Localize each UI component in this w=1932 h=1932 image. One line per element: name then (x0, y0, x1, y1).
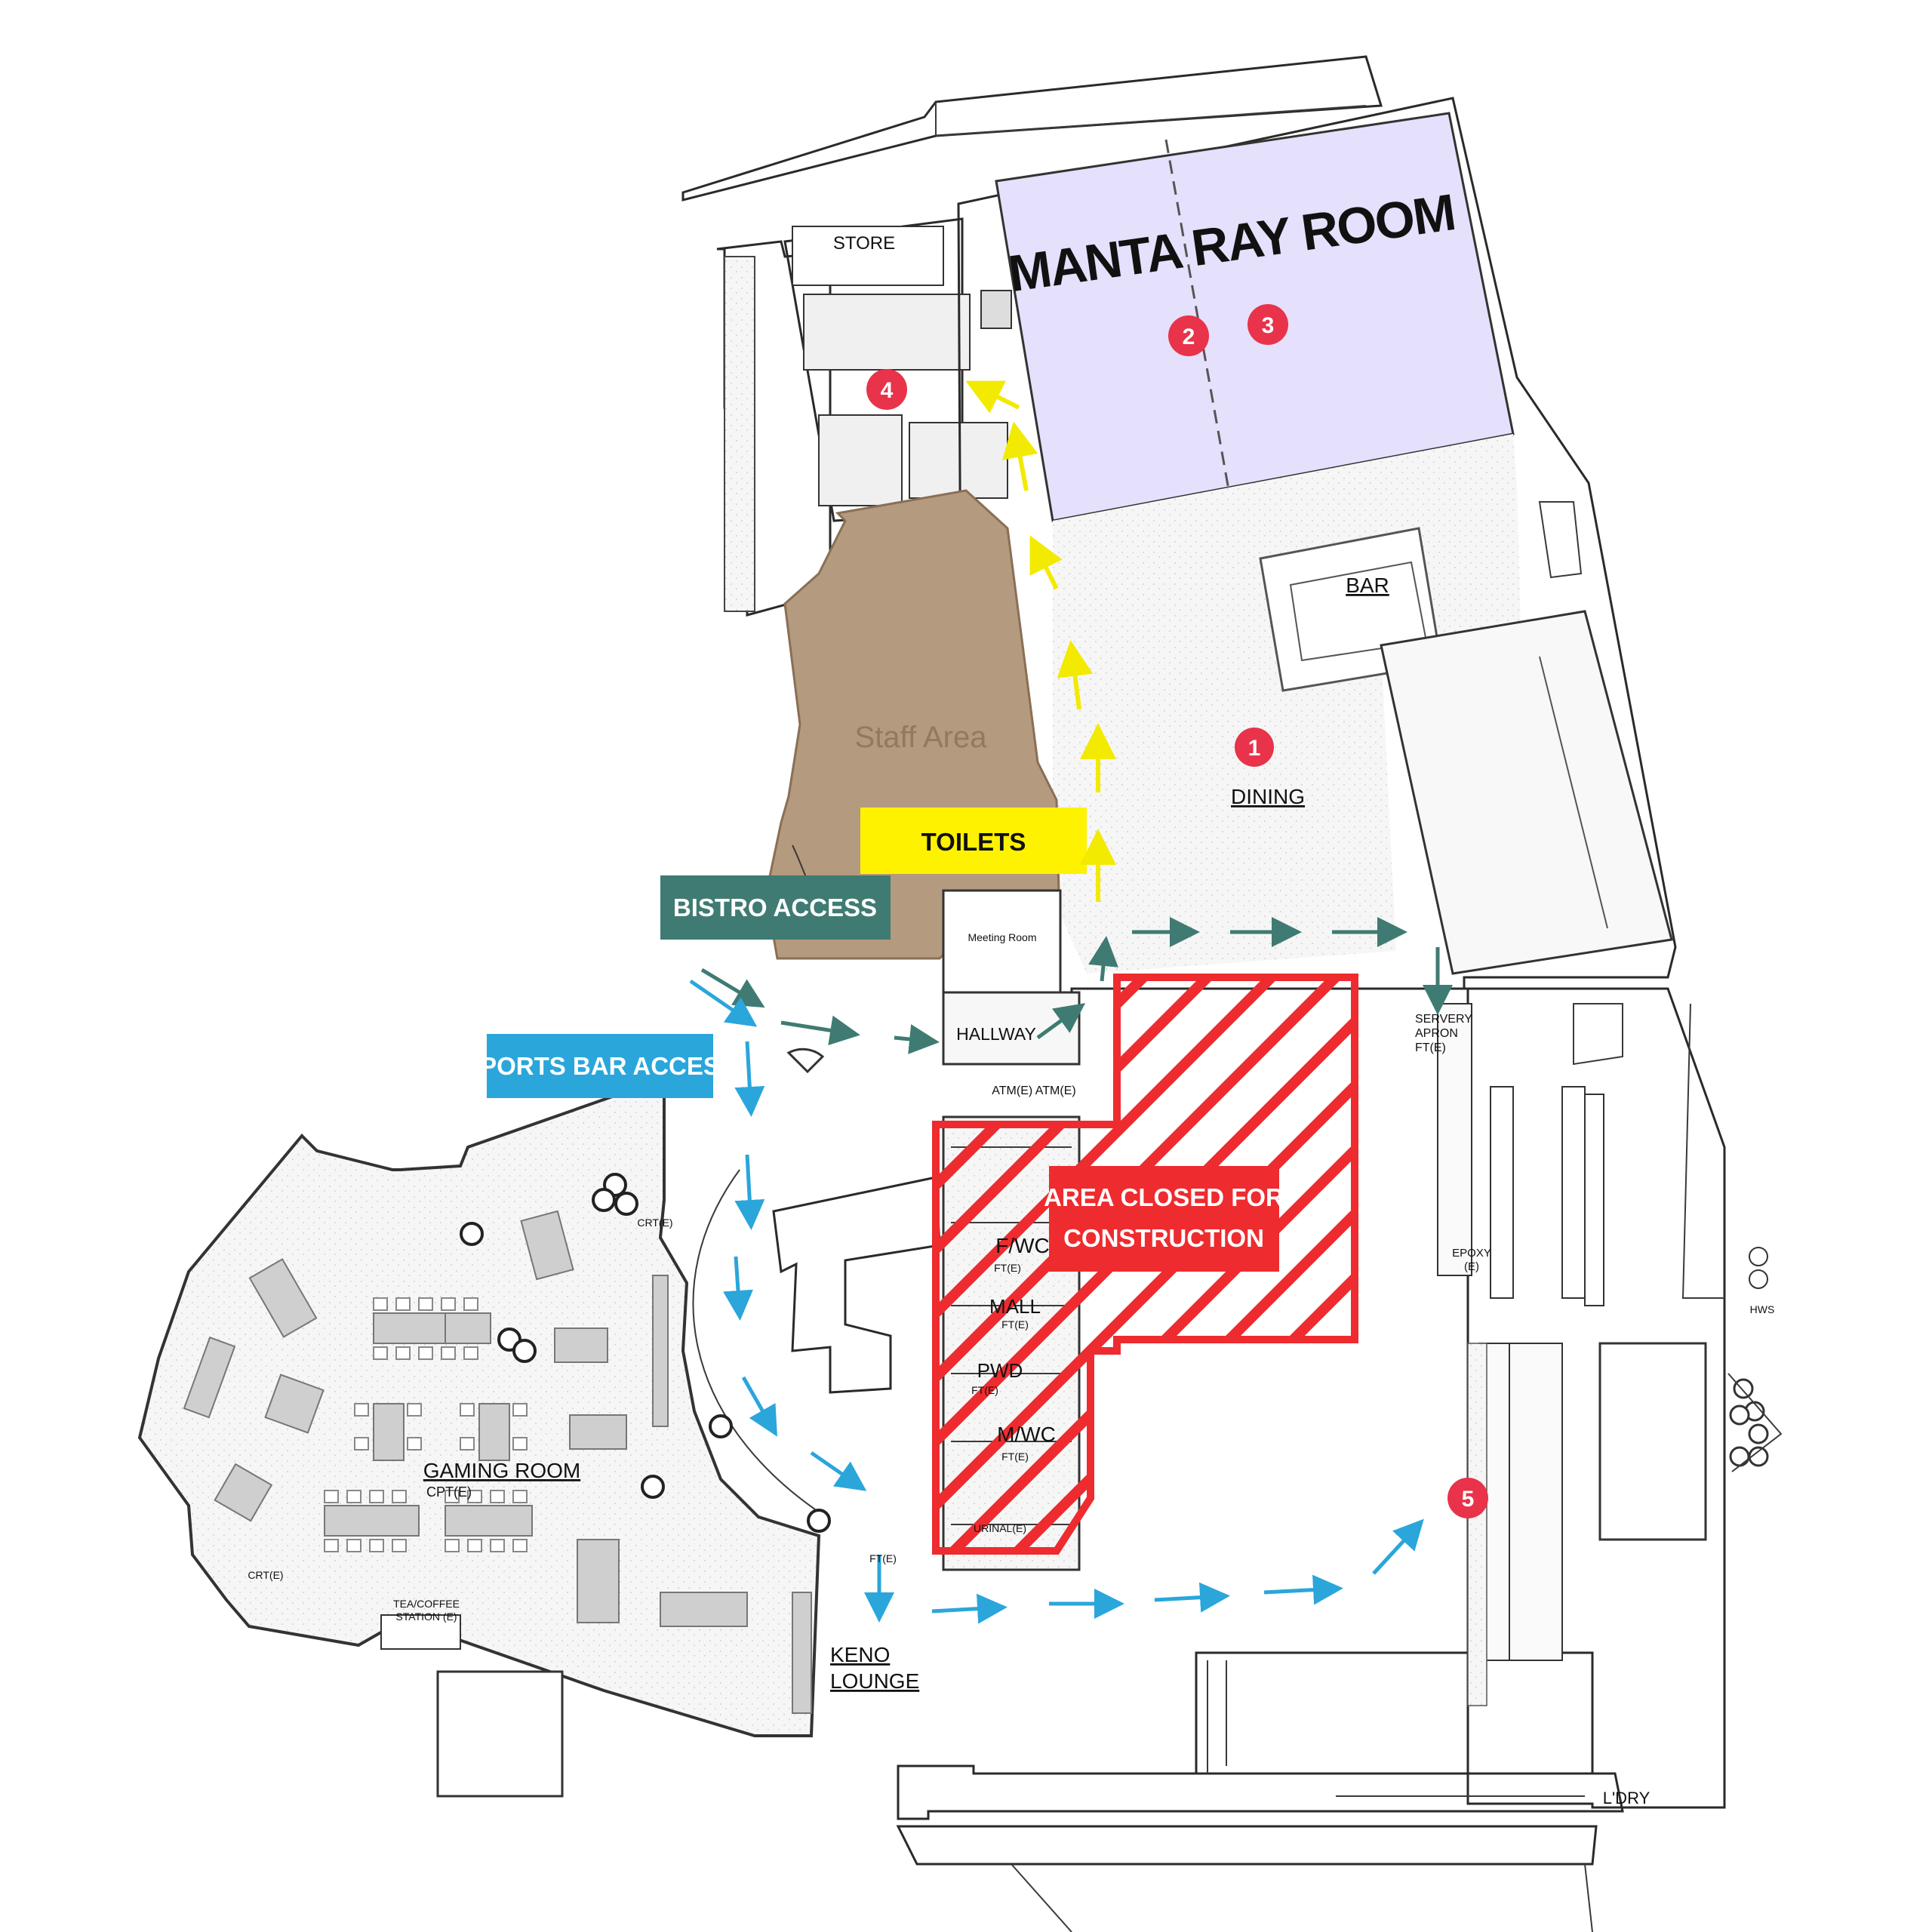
servery-label-2: APRON (1415, 1027, 1458, 1040)
crt-label-1: CRT(E) (637, 1217, 672, 1229)
bistro-route (700, 917, 1453, 1054)
marker-4-label: 4 (881, 378, 894, 403)
hws-label: HWS (1750, 1303, 1775, 1315)
fwc-ft-label: FT(E) (994, 1262, 1021, 1274)
mall-ft-label: FT(E) (1001, 1318, 1029, 1331)
sports-bar-access-tag-label: SPORTS BAR ACCESS (463, 1052, 737, 1080)
bistro-access-tag-label: BISTRO ACCESS (673, 894, 877, 921)
gaming-room-label: GAMING ROOM (423, 1459, 580, 1482)
urinal-label: URINAL(E) (974, 1522, 1026, 1534)
tea-coffee-label-1: TEA/COFFEE (393, 1598, 460, 1610)
fwc-label: F/WC (995, 1234, 1050, 1257)
pillars (460, 1173, 831, 1533)
ldry-label: L'DRY (1603, 1789, 1651, 1807)
mwc-ft-label: FT(E) (1001, 1451, 1029, 1463)
pwd-label: PWD (977, 1359, 1023, 1382)
gaming-chairs (324, 1297, 528, 1552)
servery-label-3: FT(E) (1415, 1041, 1446, 1054)
mall-label: MALL (989, 1295, 1041, 1318)
marker-1: 1 (1235, 728, 1274, 767)
meeting-room (942, 889, 1062, 994)
tea-coffee-label-2: STATION (E) (395, 1611, 457, 1623)
sports-bar-route (689, 979, 1424, 1624)
marker-1-label: 1 (1248, 736, 1261, 761)
atm-label: ATM(E) ATM(E) (992, 1084, 1075, 1097)
epoxy-label-1: EPOXY (1452, 1247, 1491, 1260)
closed-area-tag: AREA CLOSED FOR CONSTRUCTION (1044, 1166, 1284, 1272)
dining-label: DINING (1231, 785, 1305, 808)
sports-bar-access-tag: SPORTS BAR ACCESS (463, 1034, 737, 1098)
store-label: STORE (833, 233, 895, 254)
closed-area-tag-line2: CONSTRUCTION (1063, 1224, 1264, 1252)
meeting-room-label: Meeting Room (968, 931, 1036, 943)
crt-label-2: CRT(E) (248, 1569, 283, 1581)
gaming-tables (183, 1210, 812, 1714)
marker-2-label: 2 (1183, 325, 1195, 349)
marker-5: 5 (1447, 1478, 1488, 1518)
bistro-access-tag: BISTRO ACCESS (660, 875, 891, 940)
marker-3-label: 3 (1262, 313, 1275, 338)
servery-label-1: SERVERY (1415, 1013, 1472, 1026)
building-walls (681, 55, 1783, 1932)
hallway-label: HALLWAY (956, 1024, 1036, 1044)
epoxy-label-2: (E) (1464, 1260, 1479, 1273)
marker-5-label: 5 (1462, 1487, 1475, 1512)
mwc-label: M/WC (997, 1423, 1056, 1446)
closed-area-tag-line1: AREA CLOSED FOR (1044, 1183, 1284, 1211)
marker-3: 3 (1247, 304, 1288, 345)
marker-4: 4 (866, 369, 907, 410)
keno-label-2: LOUNGE (830, 1669, 919, 1693)
keno-label-1: KENO (830, 1643, 890, 1666)
bar-label: BAR (1346, 574, 1389, 597)
cpt-label: CPT(E) (426, 1484, 472, 1500)
staff-area-label: Staff Area (855, 721, 988, 754)
pwd-ft-label: FT(E) (971, 1384, 998, 1396)
toilet-route (965, 380, 1116, 902)
toilets-tag-label: TOILETS (921, 828, 1026, 856)
toilets-tag: TOILETS (860, 808, 1087, 874)
ft-label: FT(E) (869, 1552, 897, 1564)
marker-2: 2 (1168, 315, 1209, 356)
